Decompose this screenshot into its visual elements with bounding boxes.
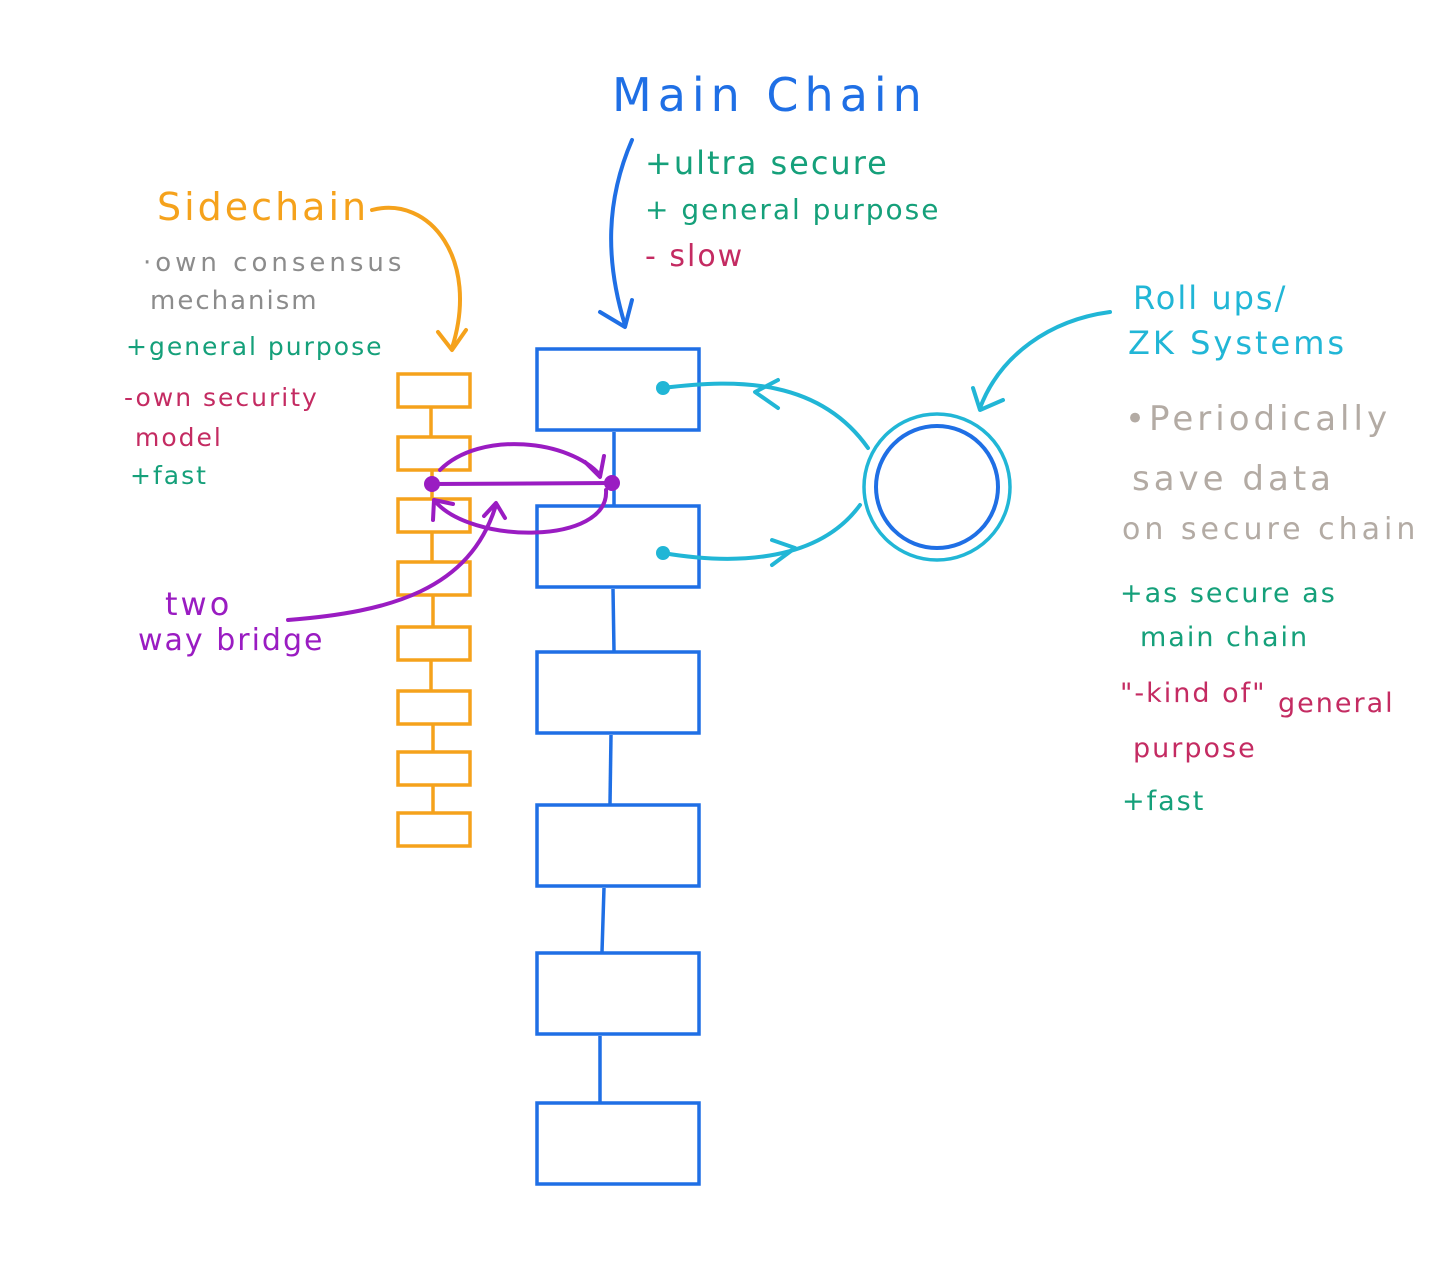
bridge-arrows [286,442,620,622]
rollup-desc-line-1: •Periodically [1125,399,1392,439]
sidechain-arrow [370,206,468,352]
rollup-arrow [971,310,1112,412]
rollup-pro-secure: +as secure as [1120,578,1337,609]
sidechain-block [396,811,472,848]
sidechain-con-security: -own security [124,383,319,412]
sidechain-note-consensus: ·own consensus [143,248,406,278]
main-chain [535,347,701,1186]
rollup-node [862,412,1012,562]
main-chain-block [535,803,701,888]
rollup-outer-circle [862,412,1012,562]
main-chain-link [600,887,606,953]
sidechain-con-model: model [135,423,223,452]
rollup-title-line-2: ZK Systems [1128,324,1348,362]
main-chain-pro-general: + general purpose [645,193,941,226]
rollup-con-kind-of: "-kind of" [1120,678,1267,709]
main-chain-block [535,650,701,735]
main-chain-block [535,951,701,1036]
sidechain-block [396,750,472,787]
sidechain-block [396,689,472,726]
rollup-commit-arrows [656,378,870,567]
sidechain-pro-fast: +fast [130,461,208,490]
bridge-label-line-2: way bridge [138,623,325,658]
sidechain-block [396,435,472,472]
sidechain-pro-general: +general purpose [126,332,384,361]
rollup-desc-line-2: save data [1132,459,1335,499]
main-chain-link [611,588,616,652]
sidechain-block [396,625,472,662]
rollup-inner-circle [874,424,1000,550]
rollup-pro-main-chain: main chain [1140,622,1310,653]
rollup-con-general: general [1278,688,1395,719]
sidechain-title: Sidechain [157,185,370,229]
main-chain-block [535,347,701,432]
main-chain-pro-security: +ultra secure [645,144,889,182]
bridge-label-line-1: two [165,585,233,623]
rollup-desc-line-3: on secure chain [1122,512,1420,547]
main-chain-title: Main Chain [612,68,928,122]
main-chain-block [535,1101,701,1186]
sidechain-block [396,372,472,409]
rollup-con-purpose: purpose [1133,733,1257,764]
main-chain-arrow [598,138,634,329]
rollup-title-line-1: Roll ups/ [1133,279,1288,317]
rollup-pro-fast: +fast [1122,786,1206,817]
main-chain-con-slow: - slow [645,239,745,274]
main-chain-link [608,734,613,805]
main-chain-block [535,504,701,589]
sidechain-blocks [396,372,472,848]
sidechain-note-mechanism: mechanism [150,286,319,316]
